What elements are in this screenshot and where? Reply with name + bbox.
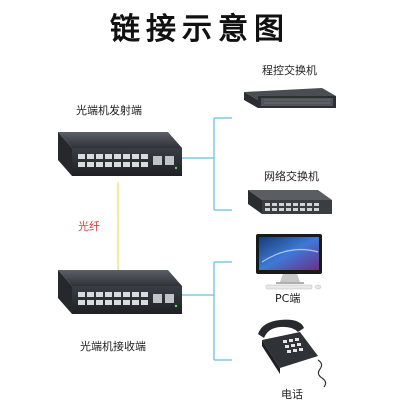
diagram-title: 链接示意图	[110, 12, 290, 47]
pc-monitor-icon	[256, 234, 322, 290]
transmitter-label: 光端机发射端	[76, 104, 142, 117]
receiver-connector	[180, 261, 232, 361]
receiver-device-icon	[58, 270, 182, 314]
phone-label: 电话	[281, 388, 303, 401]
pbx-switch-label: 程控交换机	[262, 64, 317, 77]
receiver-label: 光端机接收端	[80, 340, 146, 353]
fiber-label: 光纤	[78, 220, 100, 233]
pbx-switch-icon	[244, 88, 336, 108]
telephone-icon	[258, 319, 327, 388]
pc-label: PC端	[275, 292, 301, 305]
transmitter-connector	[180, 117, 232, 211]
network-switch-icon	[248, 190, 332, 214]
network-switch-label: 网络交换机	[264, 170, 319, 183]
transmitter-device-icon	[58, 132, 182, 176]
